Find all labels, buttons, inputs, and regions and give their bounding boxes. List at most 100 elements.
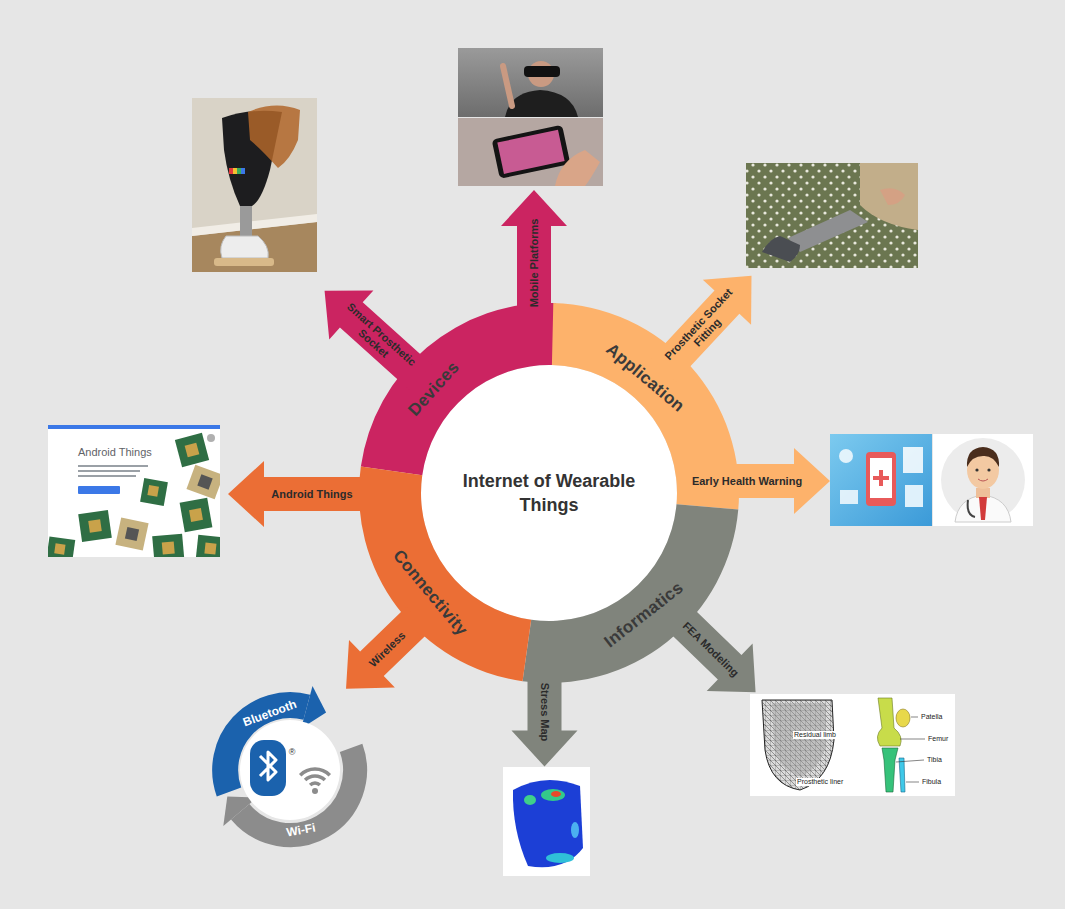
mobile-platform-photo [505, 90, 578, 117]
android-things-screenshot [180, 498, 213, 532]
doctor-picture [979, 497, 987, 520]
arrow-fill [654, 592, 779, 716]
arrow-label: Stress Map [538, 683, 550, 742]
health-app-picture [903, 447, 923, 473]
logo-text: Bluetooth [241, 698, 298, 730]
label-holder: Residual limb [793, 731, 837, 739]
prosthetic-leg-photo [880, 188, 905, 205]
arrow-fill [501, 190, 567, 322]
doctor-picture [955, 495, 1011, 522]
prosthetic-socket-photo [240, 206, 252, 236]
mobile-platform-photo [458, 48, 603, 186]
android-things-screenshot [185, 443, 200, 458]
android-things-screenshot [162, 541, 175, 554]
android-things-screenshot [147, 485, 159, 497]
arrow-label: Android Things [271, 488, 352, 500]
doctor-picture [941, 438, 1025, 522]
stress-map-picture [551, 791, 561, 797]
android-things-screenshot [48, 536, 75, 557]
android-things-screenshot [78, 465, 148, 467]
bluetooth-wifi-logo [301, 686, 326, 728]
fea-model-picture [750, 694, 955, 796]
android-things-screenshot [125, 527, 139, 541]
arrow-fill [639, 253, 775, 392]
fea-model-picture [772, 703, 826, 776]
mobile-platform-photo [497, 130, 564, 174]
label-holder: Patella [921, 713, 942, 721]
prosthetic-socket-photo [248, 105, 300, 168]
fea-model-picture [882, 748, 898, 792]
mobile-platform-photo [524, 66, 560, 77]
arrow-fill [228, 461, 382, 527]
label-holder: ® [289, 747, 296, 757]
fea-model-picture [762, 700, 834, 790]
android-things-screenshot [46, 425, 226, 564]
bluetooth-wifi-logo [250, 740, 286, 796]
mobile-platform-photo [458, 118, 603, 186]
part-label: Femur [928, 735, 948, 743]
stress-map-picture [503, 767, 590, 876]
prosthetic-leg-photo [762, 236, 800, 262]
stress-map-picture [546, 853, 574, 863]
health-app-picture [830, 434, 932, 526]
prosthetic-socket-photo [241, 168, 245, 174]
health-app-picture [905, 485, 923, 507]
arrow-label: Smart Prosthetic Socket [331, 295, 424, 382]
fea-model-picture [896, 717, 925, 782]
mobile-platform-photo [458, 48, 603, 117]
android-things-screenshot [115, 517, 148, 550]
doctor-picture [976, 488, 990, 498]
segment-fill [359, 467, 531, 682]
android-things-screenshot [78, 475, 136, 477]
doctor-picture [967, 447, 999, 467]
arrow-label: Prosthetic Socket Fitting [658, 282, 746, 374]
stress-map-picture [503, 767, 590, 876]
android-things-screenshot [88, 519, 102, 533]
hub-title: Internet of Wearable Things [459, 469, 639, 518]
hub-circle: Internet of Wearable Things [421, 365, 677, 621]
android-things-screenshot [140, 478, 168, 506]
android-things-screenshot [152, 534, 184, 557]
mobile-platform-photo [492, 125, 571, 179]
bluetooth-wifi-logo [260, 752, 276, 780]
part-label: Tibia [927, 756, 942, 764]
bluetooth-wifi-logo [240, 720, 340, 820]
branch-arrow: Early Health Warning [678, 448, 830, 514]
android-things-screenshot [78, 510, 112, 542]
android-things-screenshot [48, 536, 75, 557]
fea-model-picture [899, 758, 905, 792]
android-things-screenshot [115, 517, 148, 550]
arrow-fill [323, 596, 441, 713]
part-label: Fibula [922, 778, 941, 786]
android-things-screenshot [54, 543, 65, 554]
fea-model-picture [762, 700, 834, 790]
arrow-fill [678, 448, 830, 514]
android-things-screenshot [78, 510, 112, 542]
android-things-screenshot [207, 434, 215, 442]
health-app-picture [839, 449, 853, 463]
health-app-picture [873, 470, 889, 486]
prosthetic-socket-photo [192, 98, 317, 272]
arrow-label: Mobile Platforms [528, 219, 540, 308]
health-app-picture [866, 452, 896, 506]
android-things-screenshot [175, 433, 209, 467]
android-things-screenshot [175, 433, 209, 467]
mobile-platform-photo [503, 66, 512, 106]
stress-map-picture [571, 822, 579, 838]
logo-text: Wi-Fi [285, 822, 316, 841]
doctor-picture [933, 434, 1033, 526]
arrow-label: Early Health Warning [692, 475, 802, 487]
label-holder: Femur [928, 735, 948, 743]
label-holder: Wi-Fi [285, 822, 316, 841]
part-label: Patella [921, 713, 942, 721]
stress-map-picture [524, 795, 536, 805]
prosthetic-leg-photo [746, 163, 918, 268]
prosthetic-leg-photo [746, 163, 918, 268]
android-things-screenshot [186, 465, 220, 500]
stress-map-picture [541, 789, 565, 801]
label-holder: Android Things [78, 446, 152, 459]
health-app-picture [870, 458, 892, 498]
stress-map-picture [513, 780, 583, 867]
